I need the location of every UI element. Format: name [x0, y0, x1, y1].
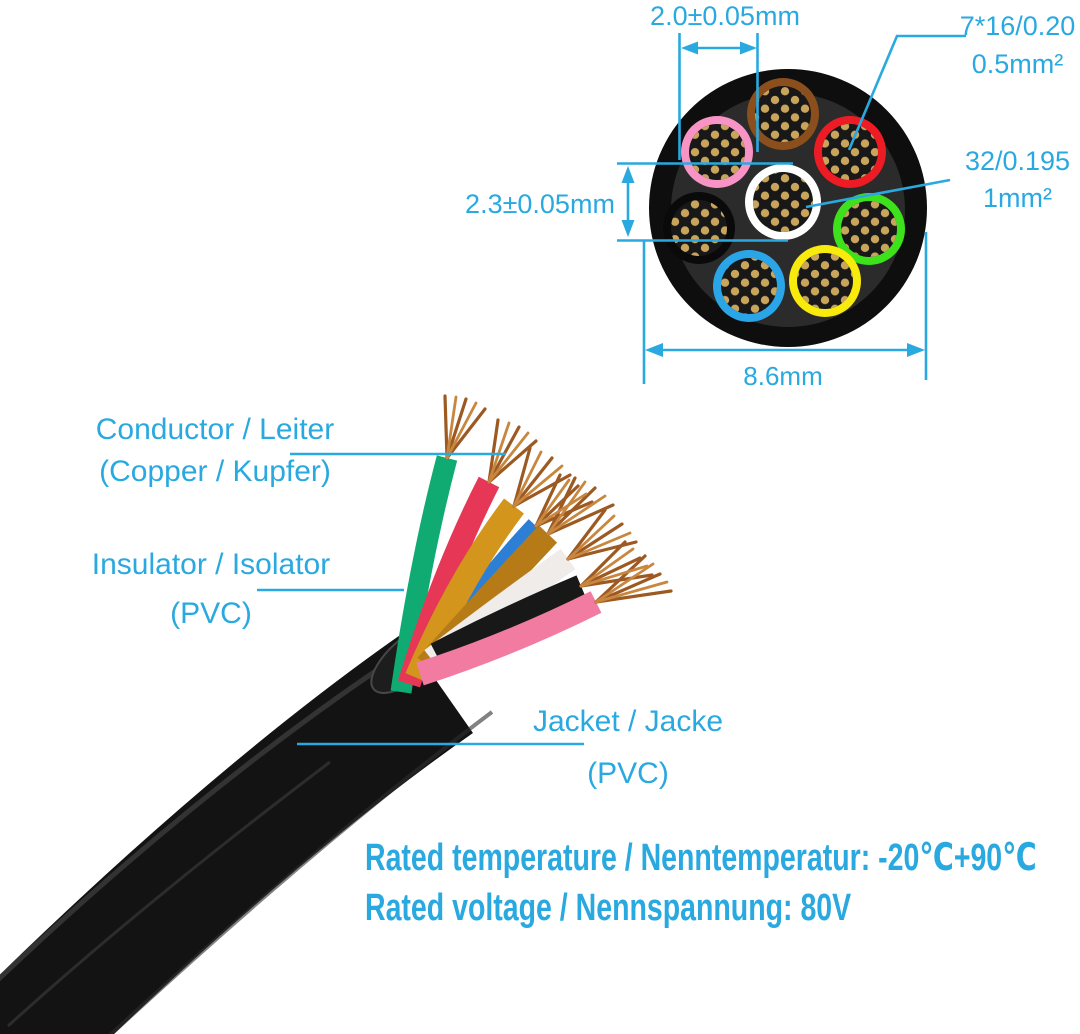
cable-photo — [0, 394, 673, 1034]
arrowhead — [907, 343, 925, 357]
callout-insulator: Insulator / Isolator (PVC) — [66, 540, 356, 638]
conductor-strands — [753, 172, 813, 232]
callout-jacket-line1: Jacket / Jacke — [532, 705, 724, 738]
spec-small-area: 0.5mm² — [971, 49, 1064, 79]
spec-small-conductor: 7*16/0.20 0.5mm² — [945, 7, 1080, 83]
dim-large-diameter: 2.3±0.05mm — [465, 189, 615, 219]
callout-insulator-line1: Insulator / Isolator — [91, 548, 331, 581]
callout-jacket: Jacket / Jacke (PVC) — [508, 696, 748, 800]
conductor-strands — [797, 253, 853, 309]
spec-small-stranding: 7*16/0.20 — [959, 11, 1076, 41]
annotations — [257, 33, 966, 746]
conductor-black — [663, 192, 735, 264]
jacket-sheen — [6, 760, 331, 1028]
callout-conductor-line2: (Copper / Kupfer) — [99, 455, 331, 488]
conductor-strands — [721, 258, 777, 314]
conductor-strands — [822, 124, 878, 180]
callout-conductor-line1: Conductor / Leiter — [95, 413, 335, 446]
conductor-strands — [755, 86, 811, 142]
dim-overall-diameter: 8.6mm — [743, 361, 823, 391]
arrowhead — [621, 166, 635, 183]
leader-small-conductor — [847, 34, 966, 151]
arrowhead — [681, 41, 698, 55]
leader-large-conductor — [805, 178, 951, 209]
conductor-strands — [671, 200, 727, 256]
conductor-brown — [747, 78, 819, 150]
arrowhead — [621, 220, 635, 237]
conductor-green — [833, 193, 905, 265]
copper-strands-dark — [443, 394, 673, 604]
copper-strands-light — [445, 395, 669, 604]
callout-insulator-line2: (PVC) — [170, 597, 252, 630]
cable-jacket — [0, 633, 473, 1034]
cross-section — [649, 69, 927, 347]
rating-temperature: Rated temperature / Nenntemperatur: -20℃… — [365, 837, 1037, 879]
jacket-highlight-right — [108, 710, 494, 1034]
callout-jacket-line2: (PVC) — [587, 757, 669, 790]
conductor-yellow — [789, 245, 861, 317]
dim-small-diameter: 2.0±0.05mm — [650, 1, 800, 31]
conductor-pink — [681, 116, 753, 188]
conductor-strands — [841, 201, 897, 257]
conductor-red — [814, 116, 886, 188]
spec-large-area: 1mm² — [983, 183, 1052, 213]
arrowhead — [645, 343, 663, 357]
spec-large-stranding: 32/0.195 — [964, 146, 1071, 176]
callout-conductor: Conductor / Leiter (Copper / Kupfer) — [70, 409, 360, 493]
spec-large-conductor: 32/0.195 1mm² — [945, 143, 1080, 217]
conductor-blue — [713, 250, 785, 322]
wire-black — [430, 575, 586, 665]
jacket-highlight-left — [0, 665, 382, 982]
conductor-strands — [689, 124, 745, 180]
arrowheads — [621, 41, 925, 357]
arrowhead — [740, 41, 757, 55]
conductor-white — [745, 164, 821, 240]
rating-voltage: Rated voltage / Nennspannung: 80V — [365, 887, 852, 929]
wire-pink — [416, 591, 602, 686]
